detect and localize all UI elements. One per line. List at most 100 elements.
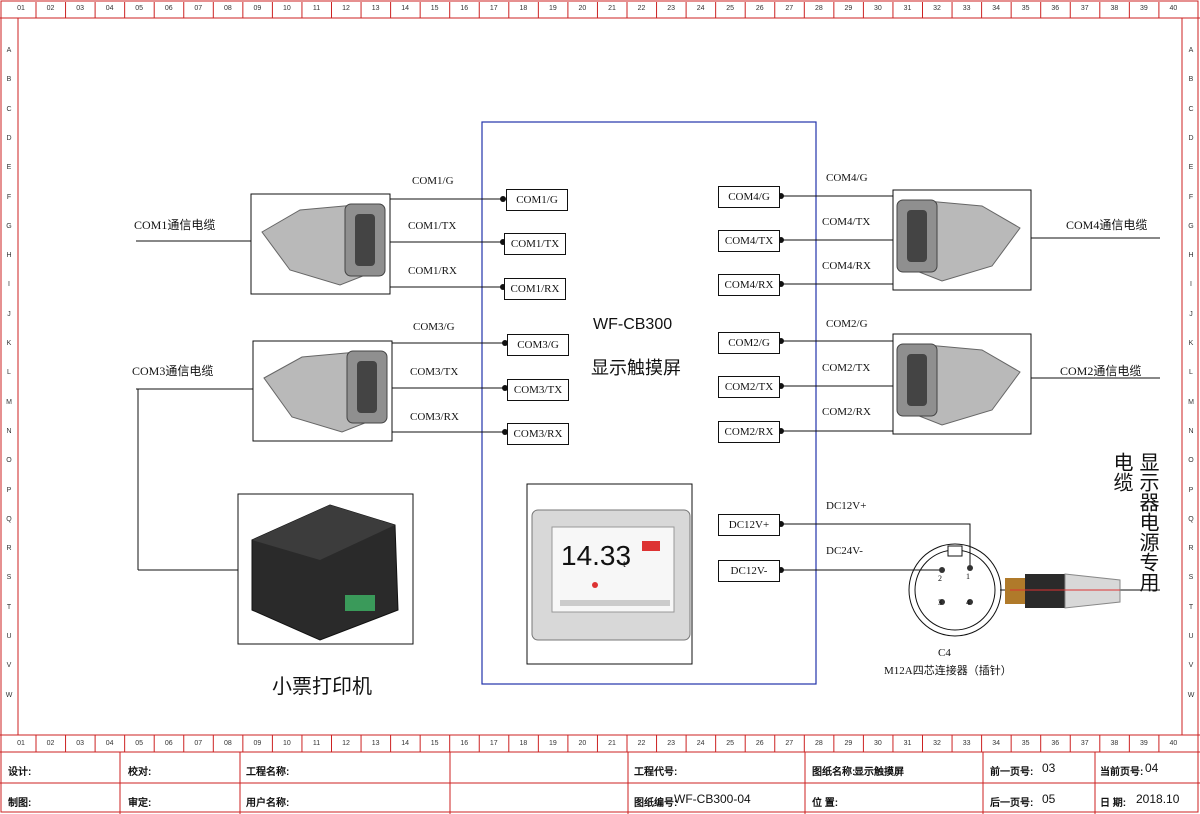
ruler-col-label: 20 — [578, 740, 587, 747]
ruler-row-label: T — [1188, 603, 1194, 611]
ruler-col-label: 20 — [578, 5, 587, 12]
ruler-col-label: 10 — [283, 740, 291, 747]
ruler-col-label: 01 — [17, 740, 25, 747]
port-com3-g: COM3/G — [507, 334, 569, 356]
port-com1-rx: COM1/RX — [504, 278, 566, 300]
ruler-col-label: 33 — [962, 740, 971, 747]
ruler-col-label: 36 — [1051, 5, 1060, 12]
ruler-row-label: S — [6, 574, 12, 582]
ruler-col-label: 13 — [371, 5, 380, 12]
dc24v-minus-wire-label: DC24V- — [826, 545, 863, 557]
ruler-row-label: W — [5, 691, 13, 699]
ruler-col-label: 27 — [785, 740, 794, 747]
ruler-col-label: 02 — [46, 740, 55, 747]
com4-cable-label: COM4通信电缆 — [1066, 218, 1148, 232]
ruler-col-label: 38 — [1110, 740, 1119, 747]
m12-connector-face — [908, 543, 1002, 637]
ruler-row-label: H — [6, 252, 12, 260]
ruler-col-label: 04 — [105, 740, 114, 747]
port-com3-rx: COM3/RX — [507, 423, 569, 445]
db9-connector-com3 — [252, 340, 393, 442]
com3-cable-label: COM3通信电缆 — [132, 364, 214, 378]
tb-prev-page-label: 前一页号: — [990, 767, 1034, 778]
ruler-col-label: 06 — [164, 740, 173, 747]
ruler-row-label: W — [1187, 691, 1195, 699]
device-outline — [481, 121, 817, 685]
ruler-col-label: 27 — [785, 5, 794, 12]
tb-code-label: 图纸编号: — [634, 798, 678, 809]
ruler-col-label: 37 — [1080, 5, 1089, 12]
pin-3-label: 3 — [938, 598, 942, 607]
ruler-row-label: F — [6, 193, 12, 201]
ruler-row-label: E — [1188, 164, 1194, 172]
tb-cur-page-label: 当前页号: — [1100, 767, 1144, 778]
ruler-row-label: U — [1188, 633, 1194, 640]
ruler-row-label: S — [1188, 574, 1194, 582]
tb-review-label: 审定: — [128, 798, 152, 809]
port-com2-rx: COM2/RX — [718, 421, 780, 443]
ruler-col-label: 28 — [814, 5, 823, 12]
tb-drawing-name-value: 显示触摸屏 — [854, 767, 904, 778]
com3-tx-wire-label: COM3/TX — [410, 366, 459, 378]
ruler-col-label: 08 — [223, 740, 232, 747]
ruler-col-label: 08 — [223, 5, 232, 12]
tb-draw-label: 制图: — [8, 798, 32, 809]
ruler-col-label: 23 — [667, 740, 675, 747]
ruler-col-label: 02 — [46, 5, 55, 12]
ruler-row-label: K — [1188, 340, 1194, 347]
ruler-col-label: 25 — [726, 740, 735, 747]
ruler-row-label: C — [1188, 105, 1194, 113]
ruler-row-label: E — [6, 164, 12, 172]
ruler-col-label: 39 — [1139, 740, 1148, 747]
pin-4-label: 4 — [966, 598, 970, 607]
ruler-col-label: 09 — [253, 740, 262, 747]
ruler-row-label: B — [1188, 76, 1194, 84]
tb-cur-page-value: 04 — [1145, 761, 1159, 775]
ruler-row-label: U — [6, 633, 12, 640]
ruler-col-label: 09 — [253, 5, 262, 12]
port-com4-g: COM4/G — [718, 186, 780, 208]
tb-next-page-label: 后一页号: — [990, 798, 1034, 809]
tb-prev-page-value: 03 — [1042, 761, 1056, 775]
screen-weight-value: 14.33 — [561, 540, 632, 571]
tb-next-page-value: 05 — [1042, 792, 1056, 806]
ruler-row-label: F — [1188, 193, 1194, 201]
ruler-col-label: 26 — [755, 5, 764, 12]
ruler-col-label: 03 — [76, 740, 84, 747]
ruler-col-label: 12 — [342, 740, 350, 747]
ruler-col-label: 11 — [312, 5, 321, 12]
ruler-row-label: I — [1190, 281, 1192, 289]
m12-cable-plug — [1005, 573, 1121, 609]
ruler-col-label: 31 — [903, 5, 912, 12]
ruler-col-label: 37 — [1080, 740, 1089, 747]
ruler-row-label: V — [1188, 662, 1194, 670]
tb-project-name-label: 工程名称: — [246, 767, 290, 778]
port-com1-g: COM1/G — [506, 189, 568, 211]
ruler-col-label: 30 — [874, 5, 882, 12]
ruler-col-label: 05 — [135, 5, 144, 12]
ruler-col-label: 15 — [430, 5, 439, 12]
ruler-col-label: 32 — [933, 740, 941, 747]
tb-code-value: WF-CB300-04 — [674, 792, 751, 806]
port-com3-tx: COM3/TX — [507, 379, 569, 401]
com2-cable-label: COM2通信电缆 — [1060, 364, 1142, 378]
ruler-col-label: 26 — [755, 740, 764, 747]
ruler-col-label: 34 — [992, 740, 1001, 747]
ruler-col-label: 22 — [637, 5, 646, 12]
ruler-row-label: A — [6, 47, 12, 54]
ruler-col-label: 19 — [548, 5, 557, 12]
power-cable-label: 显示器电源专用电缆 — [1110, 452, 1158, 592]
ruler-row-label: N — [1188, 427, 1194, 435]
ruler-col-label: 04 — [105, 5, 114, 12]
screen-weight-unit: t — [623, 559, 626, 570]
ruler-row-label: M — [6, 398, 12, 406]
ruler-col-label: 33 — [962, 5, 971, 12]
ruler-col-label: 18 — [519, 5, 528, 12]
ruler-col-label: 16 — [460, 5, 469, 12]
printer-label: 小票打印机 — [272, 676, 372, 698]
ruler-row-label: V — [6, 662, 12, 670]
com1-rx-wire-label: COM1/RX — [408, 265, 457, 277]
ruler-col-label: 19 — [548, 740, 557, 747]
